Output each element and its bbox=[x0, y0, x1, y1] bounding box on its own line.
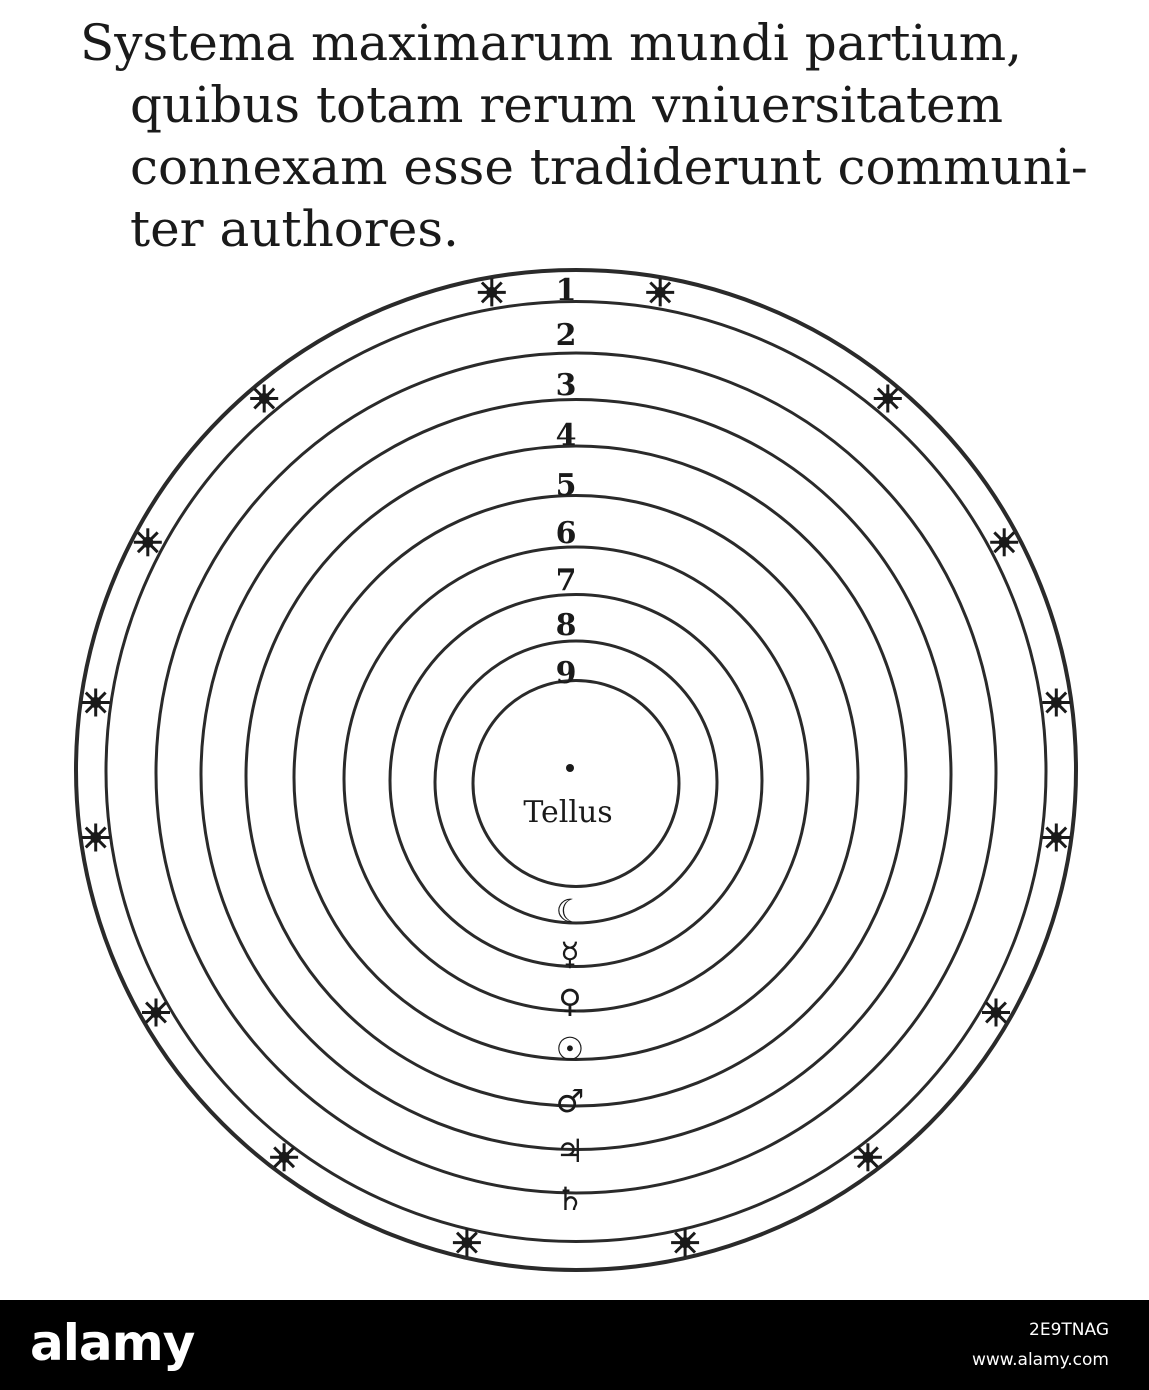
star-icon bbox=[874, 385, 902, 413]
saturn-symbol: ♄ bbox=[556, 1180, 585, 1218]
image-id: 2E9TNAG bbox=[1029, 1320, 1109, 1340]
sun-symbol: ☉ bbox=[556, 1030, 585, 1068]
alamy-url: www.alamy.com bbox=[972, 1350, 1109, 1370]
sphere-number-5: 5 bbox=[556, 468, 577, 503]
caption: Systema maximarum mundi partium, quibus … bbox=[80, 12, 1090, 260]
sphere-number-6: 6 bbox=[556, 516, 577, 551]
planet-symbols: ☾ ☿ ♀ ☉ ♂ ♃ ♄ bbox=[556, 892, 585, 1218]
star-icon bbox=[142, 999, 170, 1027]
mercury-symbol: ☿ bbox=[560, 935, 580, 973]
star-icon bbox=[250, 385, 278, 413]
sphere-number-3: 3 bbox=[556, 368, 577, 403]
star-icon bbox=[478, 278, 506, 306]
venus-symbol: ♀ bbox=[558, 982, 581, 1020]
sphere-number-7: 7 bbox=[556, 563, 577, 598]
sphere-number-1: 1 bbox=[556, 273, 577, 308]
star-icon bbox=[134, 528, 162, 556]
jupiter-symbol: ♃ bbox=[556, 1132, 585, 1170]
cosmos-diagram: 1 2 3 4 5 6 7 8 9 ☾ ☿ ♀ ☉ ♂ ♃ ♄ Tellus bbox=[0, 240, 1149, 1300]
sphere-number-9: 9 bbox=[556, 656, 577, 691]
star-icon bbox=[671, 1229, 699, 1257]
sphere-number-2: 2 bbox=[556, 318, 577, 353]
star-icon bbox=[82, 689, 110, 717]
caption-line-1: Systema maximarum mundi partium, bbox=[80, 12, 1090, 74]
sphere-number-4: 4 bbox=[556, 418, 577, 453]
star-icon bbox=[982, 999, 1010, 1027]
mars-symbol: ♂ bbox=[556, 1082, 585, 1120]
star-icon bbox=[453, 1229, 481, 1257]
star-icon bbox=[270, 1143, 298, 1171]
star-icon bbox=[82, 824, 110, 852]
alamy-logo: alamy bbox=[30, 1314, 194, 1372]
sphere-numbers: 1 2 3 4 5 6 7 8 9 bbox=[556, 273, 577, 691]
center-label-tellus: Tellus bbox=[523, 795, 612, 830]
sphere-ring bbox=[473, 681, 679, 887]
star-icon bbox=[854, 1143, 882, 1171]
star-icon bbox=[646, 278, 674, 306]
caption-line-3: connexam esse tradiderunt communi- bbox=[80, 136, 1090, 198]
star-icon bbox=[1042, 689, 1070, 717]
caption-line-2: quibus totam rerum vniuersitatem bbox=[80, 74, 1090, 136]
moon-symbol: ☾ bbox=[556, 892, 585, 930]
sphere-number-8: 8 bbox=[556, 608, 577, 643]
watermark-footer: alamy 2E9TNAG www.alamy.com bbox=[0, 1300, 1149, 1390]
star-icon bbox=[1042, 824, 1070, 852]
star-icon bbox=[990, 528, 1018, 556]
earth-center-dot bbox=[566, 764, 574, 772]
